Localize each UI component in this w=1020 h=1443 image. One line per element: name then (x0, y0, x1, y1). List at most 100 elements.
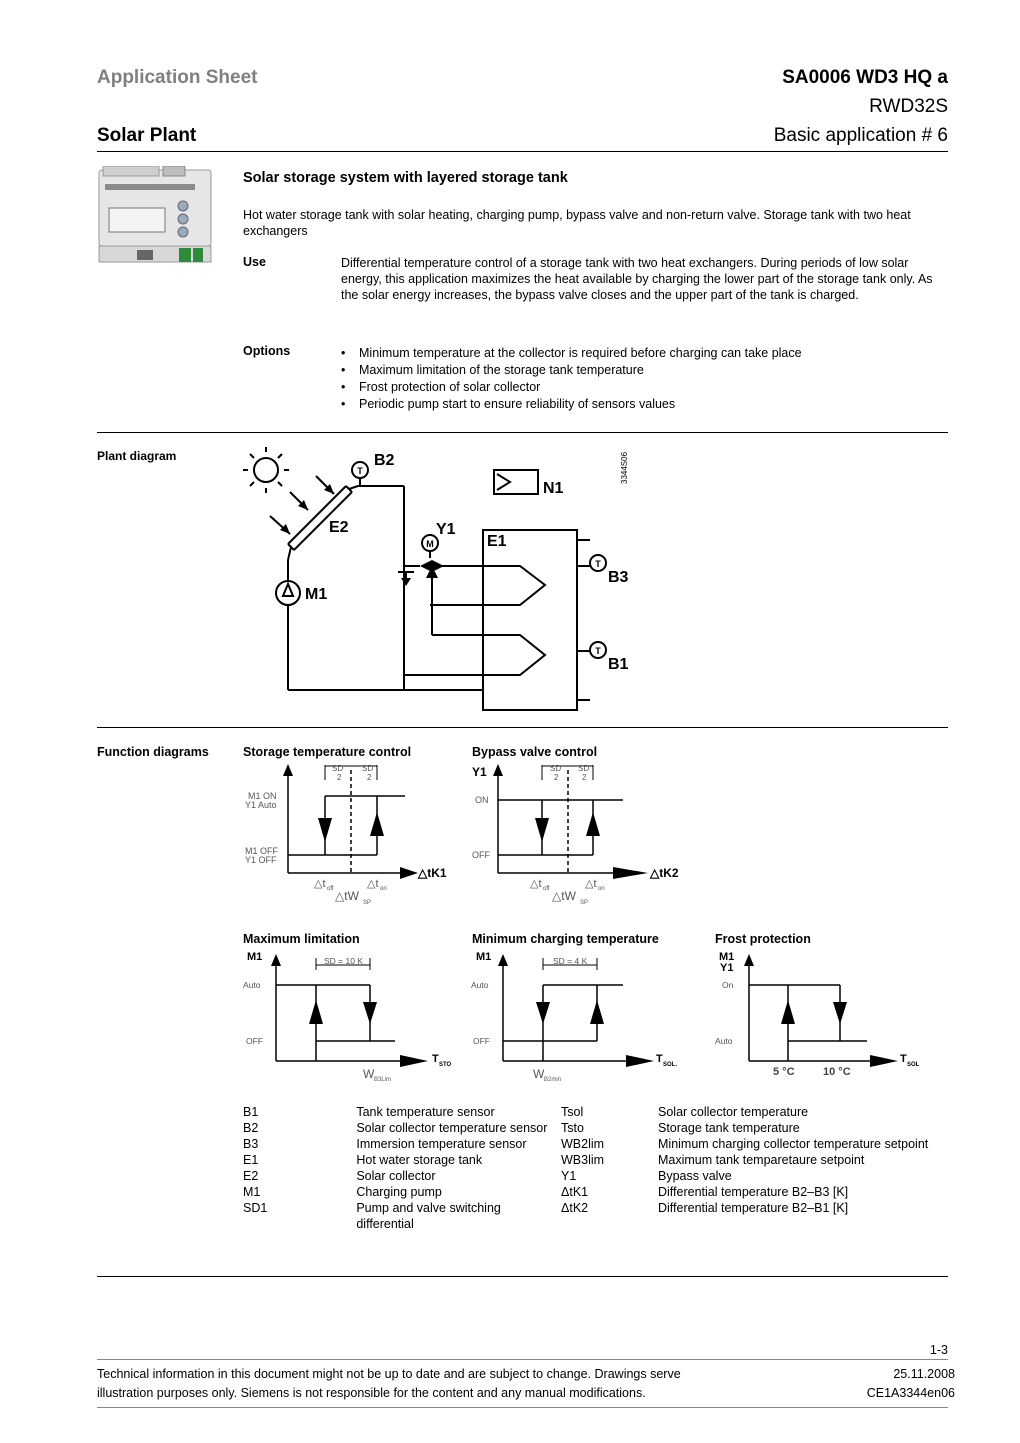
frost-on: On (722, 980, 734, 990)
legend-description: Hot water storage tank (356, 1153, 483, 1167)
max-limitation-title: Maximum limitation (243, 932, 360, 946)
use-text: Differential temperature control of a st… (341, 256, 933, 302)
plant-label-y1: Y1 (436, 521, 456, 538)
mincharge-auto: Auto (471, 980, 489, 990)
footer-bottom-rule (97, 1407, 948, 1408)
storage-axis-label: △tK1 (417, 866, 447, 880)
page-number: 1-3 (929, 1343, 948, 1357)
legend-code: SD1 (243, 1201, 268, 1215)
basic-application: Basic application # 6 (773, 125, 948, 146)
bypass-t-off-sub: off (543, 886, 550, 892)
mincharge-w: W (533, 1067, 545, 1081)
section-rule (97, 727, 948, 728)
sensor-t-b2: T (357, 466, 363, 476)
legend-row: WB2lim Minimum charging collector tempera… (561, 1136, 941, 1152)
plant-label-b2: B2 (374, 452, 395, 469)
frost-auto: Auto (715, 1036, 733, 1046)
intro-text: Hot water storage tank with solar heatin… (243, 208, 911, 238)
legend-description: Solar collector temperature sensor (356, 1121, 548, 1135)
bypass-control-chart: Y1 SD SD 2 2 ON OFF △tK2 △t off △t on △t… (472, 764, 679, 906)
storage-sd-den-right: 2 (367, 773, 372, 782)
legend-code: B1 (243, 1105, 259, 1119)
storage-sd-left: SD (332, 764, 343, 773)
legend-description: Solar collector temperature (658, 1105, 809, 1119)
legend-code: B3 (243, 1137, 259, 1151)
frost-t1: 5 °C (773, 1066, 795, 1078)
storage-sd-right: SD (362, 764, 373, 773)
mincharge-off: OFF (473, 1036, 490, 1046)
legend-code: Tsto (561, 1121, 584, 1135)
legend-code: ΔtK1 (561, 1185, 589, 1199)
legend-description: Minimum charging collector temperature s… (658, 1137, 929, 1151)
legend-description: Charging pump (356, 1185, 442, 1199)
header-rule (97, 151, 948, 152)
section-rule (97, 432, 948, 433)
legend-code: E2 (243, 1169, 259, 1183)
bypass-t-on-sub: on (598, 886, 605, 892)
legend-description: Bypass valve (658, 1169, 732, 1183)
mincharge-w-sub: B2min (544, 1077, 561, 1083)
maxlim-off: OFF (246, 1036, 263, 1046)
sensor-t-b3: T (595, 559, 601, 569)
plant-type-heading: Solar Plant (97, 125, 197, 146)
maxlim-y-label: M1 (247, 951, 262, 963)
drawing-code: 3344S06 (620, 451, 629, 484)
legend-code: Y1 (561, 1169, 577, 1183)
legend-row: ΔtK1 Differential temperature B2–B3 [K] (561, 1184, 941, 1200)
frost-y-label-1: M1 (719, 951, 734, 963)
app-sheet-heading: Application Sheet (97, 67, 258, 88)
frost-t2: 10 °C (823, 1066, 851, 1078)
storage-on-2: Y1 Auto (245, 800, 277, 810)
bypass-sd-left: SD (550, 764, 561, 773)
legend-code: WB2lim (561, 1137, 605, 1151)
maxlim-axis-sub: STO (439, 1062, 452, 1068)
bypass-sd-right: SD (578, 764, 589, 773)
bypass-on: ON (475, 795, 489, 805)
storage-t-on-sub: on (380, 886, 387, 892)
storage-tw: △tW (335, 889, 360, 903)
storage-control-chart: SD SD 2 2 M1 ON Y1 Auto M1 OFF Y1 OFF △t… (245, 764, 447, 906)
storage-t-off: △t (314, 878, 326, 890)
motor-m: M (426, 539, 434, 549)
maxlim-sd: SD = 10 K (324, 956, 363, 966)
plant-label-b1: B1 (608, 656, 629, 673)
storage-off-1: M1 OFF (245, 846, 279, 856)
legend-row: SD1 Pump and valve switching differential (243, 1200, 553, 1232)
legend-rule (97, 1276, 948, 1277)
doc-code: SA0006 WD3 HQ a (782, 67, 948, 88)
plant-diagram: B2 N1 E2 Y1 E1 M1 B3 B1 T T T M 3344S06 (243, 447, 629, 711)
function-diagrams-label: Function diagrams (97, 745, 209, 759)
legend-description: Differential temperature B2–B3 [K] (658, 1185, 849, 1199)
maxlim-axis: T (432, 1053, 439, 1065)
maxlim-w: W (363, 1067, 375, 1081)
bypass-axis-label: △tK2 (649, 866, 679, 880)
bypass-tw: △tW (552, 889, 577, 903)
footer-rule (97, 1359, 948, 1360)
bypass-sd-den-left: 2 (554, 773, 559, 782)
bypass-y-label: Y1 (472, 765, 487, 779)
legend-code: M1 (243, 1185, 261, 1199)
plant-diagram-label: Plant diagram (97, 449, 177, 463)
frost-protection-title: Frost protection (715, 932, 811, 946)
sensor-t-b1: T (595, 646, 601, 656)
mincharge-sd: SD = 4 K (553, 956, 588, 966)
legend-description: Immersion temperature sensor (356, 1137, 527, 1151)
storage-t-on: △t (367, 878, 379, 890)
min-charging-title: Minimum charging temperature (472, 932, 659, 946)
options-label: Options (243, 344, 291, 358)
legend-description: Pump and valve switching differential (356, 1201, 501, 1231)
storage-off-2: Y1 OFF (245, 855, 277, 865)
plant-label-b3: B3 (608, 569, 629, 586)
storage-control-title: Storage temperature control (243, 745, 412, 759)
controller-device-image (98, 166, 212, 263)
disclaimer-line-1: Technical information in this document m… (97, 1367, 681, 1381)
legend-code: Tsol (561, 1105, 584, 1119)
frost-y-label-2: Y1 (720, 962, 733, 974)
footer-date: 25.11.2008 (893, 1367, 955, 1381)
